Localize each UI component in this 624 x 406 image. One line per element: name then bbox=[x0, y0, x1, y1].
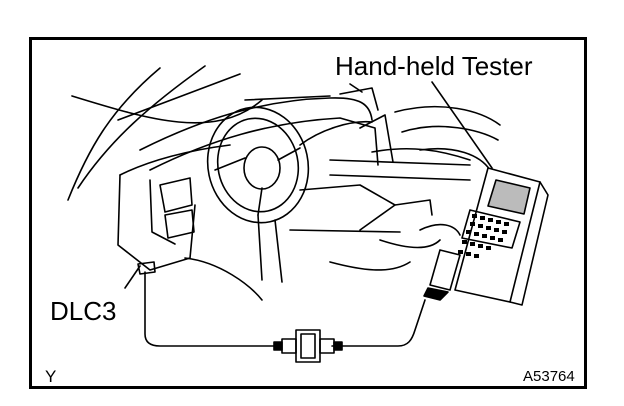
tester-label: Hand-held Tester bbox=[335, 51, 533, 81]
tester-cable bbox=[144, 271, 426, 347]
steering-wheel bbox=[206, 106, 310, 283]
dashboard bbox=[117, 83, 471, 271]
figure-id: A53764 bbox=[523, 368, 575, 385]
door-trim bbox=[394, 105, 501, 171]
hand-held-tester bbox=[423, 167, 549, 306]
dlc3-label: DLC3 bbox=[50, 296, 117, 326]
corner-mark: Y bbox=[45, 367, 57, 386]
cable-adapter bbox=[273, 329, 343, 363]
tester-leader-line bbox=[431, 81, 493, 169]
windshield-lines bbox=[67, 65, 331, 201]
center-console bbox=[184, 184, 461, 301]
dlc3-connector bbox=[124, 261, 156, 289]
